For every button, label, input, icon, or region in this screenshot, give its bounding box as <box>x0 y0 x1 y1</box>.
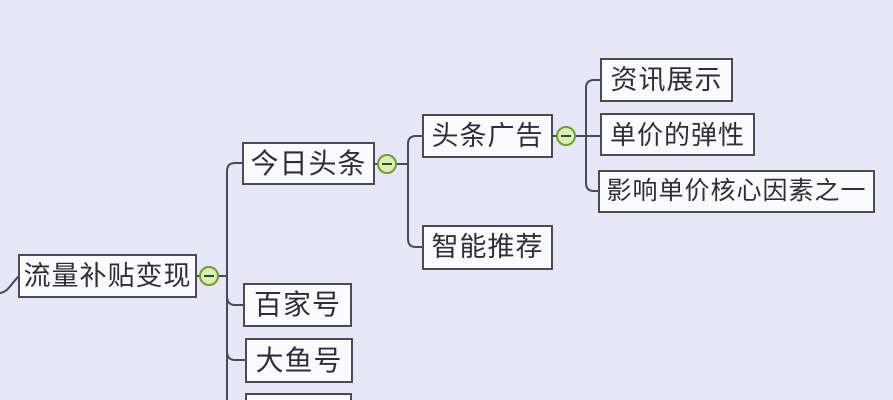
node-toutiao-ads[interactable]: 头条广告 <box>422 114 553 158</box>
collapse-toggle-icon-ads[interactable] <box>556 126 576 146</box>
collapse-toggle-icon-toutiao[interactable] <box>377 154 397 174</box>
connector-branch-dayuhao <box>226 350 246 361</box>
node-partial-bottom[interactable] <box>245 393 352 400</box>
connector-branch-baijiahao <box>226 295 244 306</box>
node-smart-recommendation[interactable]: 智能推荐 <box>422 225 553 270</box>
node-info-display[interactable]: 资讯展示 <box>600 58 733 102</box>
collapse-toggle-icon-root[interactable] <box>199 266 219 286</box>
node-price-elasticity[interactable]: 单价的弹性 <box>600 113 755 156</box>
connector-trunk-root-to-toutiao <box>226 162 243 400</box>
minus-icon <box>561 135 571 137</box>
connector-trunk-toutiao-children <box>407 135 423 248</box>
minus-icon <box>204 275 214 277</box>
node-price-core-factor[interactable]: 影响单价核心因素之一 <box>598 170 875 213</box>
connector-offscreen-parent-to-root <box>0 276 19 294</box>
connector-trunk-ads-children <box>585 79 601 192</box>
node-jinri-toutiao[interactable]: 今日头条 <box>242 142 375 185</box>
node-baijiahao[interactable]: 百家号 <box>243 283 352 327</box>
node-traffic-subsidy-monetization[interactable]: 流量补贴变现 <box>18 254 197 298</box>
minus-icon <box>382 163 392 165</box>
node-dayuhao[interactable]: 大鱼号 <box>245 338 353 383</box>
